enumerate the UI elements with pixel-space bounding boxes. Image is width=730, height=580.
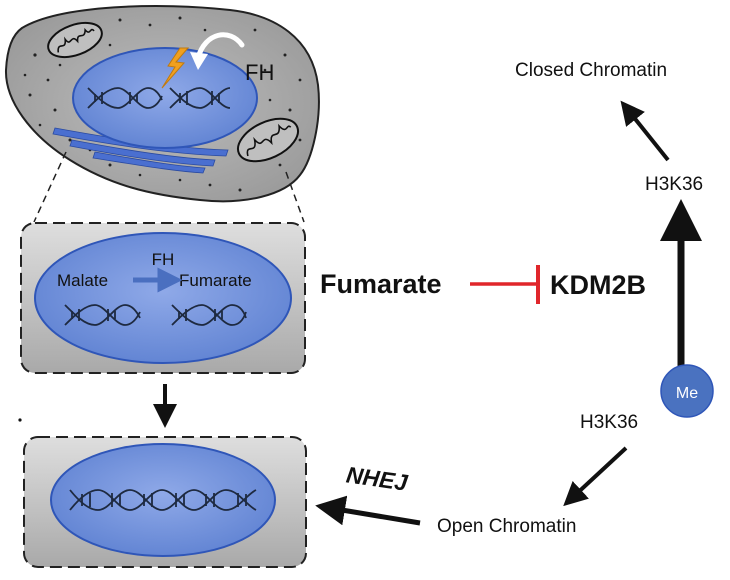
arrow-to-closed-chromatin	[620, 100, 670, 162]
substrate-label: Malate	[57, 271, 108, 290]
zoom-line-right	[285, 171, 305, 223]
open-chromatin-label: Open Chromatin	[437, 516, 576, 537]
cell-illustration: FH	[4, 5, 320, 203]
cell-nucleus	[72, 47, 258, 149]
closed-chromatin-label: Closed Chromatin	[515, 60, 667, 81]
fumarate-label: Fumarate	[320, 269, 442, 299]
zoom-line-left	[33, 151, 67, 223]
mitochondrion-top-icon	[47, 21, 103, 59]
kdm2b-label: KDM2B	[550, 270, 646, 300]
curved-arrow-head	[190, 52, 208, 70]
nhej-arrow	[315, 495, 421, 526]
repair-panel	[23, 436, 307, 568]
methyl-badge	[660, 364, 714, 418]
product-label: Fumarate	[179, 271, 252, 290]
enzyme-label: FH	[152, 250, 175, 269]
methyl-badge-text: Me	[676, 385, 698, 402]
repair-nucleus	[50, 443, 276, 557]
metabolism-panel: FH Malate Fumarate	[20, 222, 306, 374]
dna-icon	[87, 87, 231, 109]
stray-dot	[18, 418, 22, 422]
cell-fh-label: FH	[245, 60, 274, 85]
mitochondrion-right-icon	[237, 117, 299, 163]
h3k36-top-label: H3K36	[645, 174, 703, 195]
h3k36-methylated-label: H3K36	[580, 412, 638, 433]
curved-arrow-icon	[195, 32, 245, 61]
nhej-label: NHEJ	[345, 461, 411, 495]
endoplasmic-reticulum	[52, 127, 229, 174]
lightning-icon	[161, 47, 190, 89]
repaired-dna-icon	[69, 489, 257, 511]
arrow-to-open-chromatin	[563, 446, 628, 507]
dna-icon	[64, 304, 247, 326]
metabolism-nucleus	[34, 232, 292, 364]
